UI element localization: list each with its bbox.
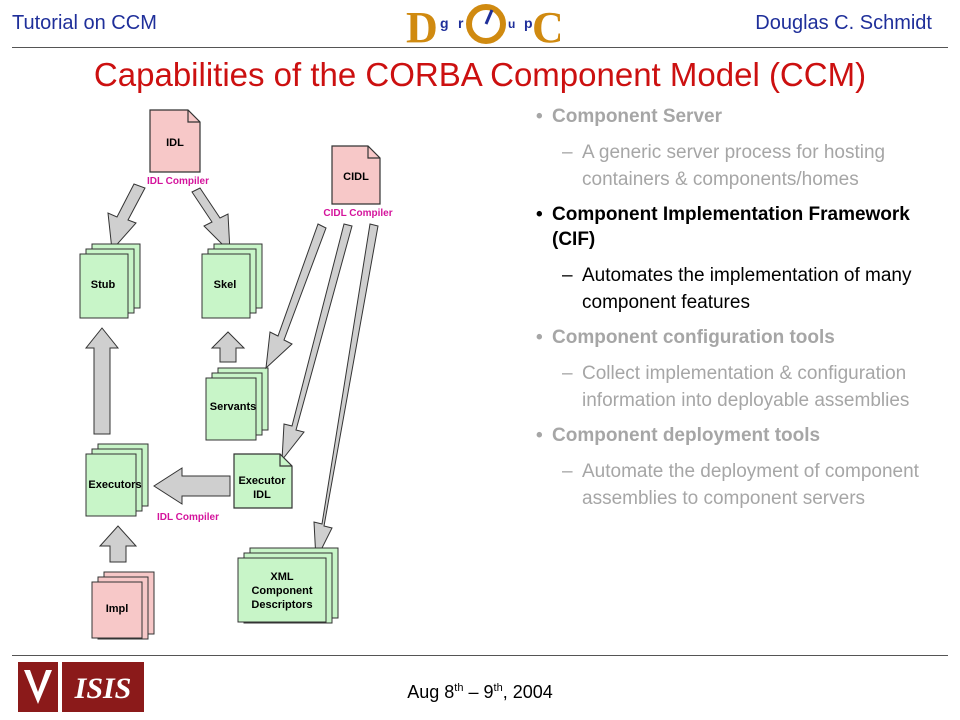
sub-bullet-deployment-tools: –Automate the deployment of component as… bbox=[562, 461, 919, 509]
doc-group-logo: D g r u p C bbox=[400, 2, 564, 53]
footer-date: Aug 8th – 9th, 2004 bbox=[407, 682, 553, 702]
stub-file-stack: Stub bbox=[79, 243, 141, 319]
xml-descriptors-stack: XML Component Descriptors bbox=[237, 547, 339, 624]
svg-text:Impl: Impl bbox=[106, 603, 129, 615]
svg-text:ISIS: ISIS bbox=[74, 672, 132, 705]
idl-compiler-bottom-label: IDL Compiler bbox=[157, 512, 219, 523]
svg-text:Component: Component bbox=[251, 585, 312, 597]
footer-divider bbox=[12, 655, 948, 656]
bullet-cif: •Component Implementation Framework (CIF… bbox=[536, 204, 910, 250]
impl-to-executors-arrow bbox=[98, 525, 138, 563]
svg-text:Descriptors: Descriptors bbox=[251, 599, 312, 611]
cidl-to-executor-idl-arrow bbox=[281, 223, 353, 462]
bullet-list: •Component Server –A generic server proc… bbox=[530, 104, 950, 521]
svg-text:IDL: IDL bbox=[253, 489, 271, 501]
svg-text:Stub: Stub bbox=[91, 279, 116, 291]
vanderbilt-isis-logo: ISIS bbox=[18, 662, 144, 717]
executors-to-stub-arrow bbox=[84, 327, 120, 435]
executor-idl-to-executors-arrow bbox=[153, 467, 231, 505]
cidl-to-servants-arrow bbox=[265, 223, 327, 370]
cidl-file-icon: CIDL bbox=[331, 145, 381, 205]
header-left-title: Tutorial on CCM bbox=[12, 12, 157, 34]
servants-to-skel-arrow bbox=[210, 331, 246, 363]
sub-bullet-cif: –Automates the implementation of many co… bbox=[562, 265, 912, 313]
executors-file-stack: Executors bbox=[85, 443, 149, 517]
cidl-compiler-label: CIDL Compiler bbox=[323, 208, 392, 219]
svg-text:r: r bbox=[458, 15, 464, 31]
svg-text:p: p bbox=[524, 15, 533, 31]
idl-to-stub-arrow bbox=[107, 183, 146, 252]
sub-bullet-configuration-tools: –Collect implementation & configuration … bbox=[562, 363, 910, 411]
header-right-author: Douglas C. Schmidt bbox=[755, 12, 932, 34]
svg-text:IDL: IDL bbox=[166, 137, 184, 149]
impl-file-stack: Impl bbox=[91, 571, 155, 640]
header-divider bbox=[12, 47, 948, 48]
bullet-component-server: •Component Server bbox=[536, 106, 722, 127]
svg-text:Executors: Executors bbox=[88, 479, 141, 491]
bullet-deployment-tools: •Component deployment tools bbox=[536, 425, 821, 446]
svg-text:C: C bbox=[532, 3, 560, 48]
svg-text:XML: XML bbox=[270, 571, 294, 583]
slide-title: Capabilities of the CORBA Component Mode… bbox=[93, 56, 867, 93]
idl-to-skel-arrow bbox=[191, 187, 231, 254]
svg-text:Executor: Executor bbox=[238, 475, 286, 487]
svg-text:Skel: Skel bbox=[214, 279, 237, 291]
svg-text:g: g bbox=[440, 15, 449, 31]
idl-file-icon: IDL bbox=[149, 109, 201, 173]
svg-text:Servants: Servants bbox=[210, 401, 256, 413]
servants-file-stack: Servants bbox=[205, 367, 269, 441]
skel-file-stack: Skel bbox=[201, 243, 263, 319]
bullet-configuration-tools: •Component configuration tools bbox=[536, 327, 835, 348]
cidl-to-xml-arrow bbox=[313, 223, 379, 562]
executor-idl-file-icon: Executor IDL bbox=[233, 453, 293, 509]
ccm-compilation-diagram: IDL IDL Compiler CIDL CIDL Compiler Stub… bbox=[70, 100, 420, 645]
sub-bullet-component-server: –A generic server process for hosting co… bbox=[562, 142, 886, 190]
svg-text:CIDL: CIDL bbox=[343, 171, 369, 183]
svg-text:D: D bbox=[406, 3, 438, 48]
svg-text:u: u bbox=[508, 17, 515, 31]
idl-compiler-top-label: IDL Compiler bbox=[147, 176, 209, 187]
